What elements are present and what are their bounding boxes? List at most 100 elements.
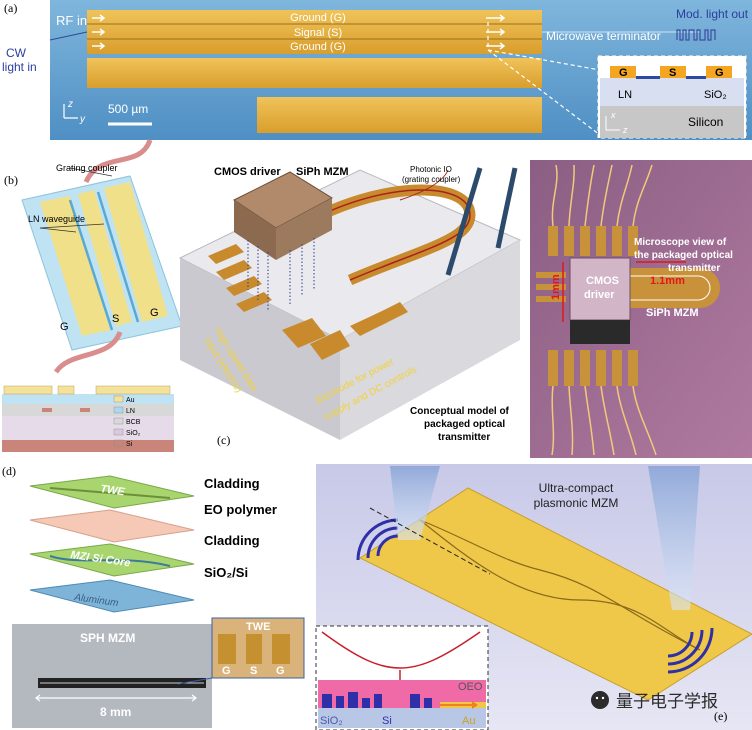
cmos-photo-label-2: driver bbox=[584, 289, 615, 301]
photonic-io-label-1: Photonic IO bbox=[410, 165, 452, 174]
dim-vertical: 1mm bbox=[550, 274, 562, 300]
substrate-plate bbox=[29, 579, 195, 613]
micro-label-3: transmitter bbox=[668, 263, 720, 274]
inset-s: S bbox=[669, 67, 676, 79]
panel-a-tag: (a) bbox=[4, 1, 17, 15]
cw-label-line2: light in bbox=[2, 60, 37, 74]
dim-horizontal: 1.1mm bbox=[650, 275, 685, 287]
rf-arrow-icons bbox=[92, 14, 506, 50]
siph-mzm-label: SiPh MZM bbox=[296, 166, 349, 178]
legend-sio2: SiO₂ bbox=[126, 430, 141, 437]
legend-si: Si bbox=[126, 441, 133, 448]
wechat-icon bbox=[591, 691, 609, 709]
photonic-io-fiber-2 bbox=[495, 167, 518, 249]
length-label: 8 mm bbox=[100, 705, 131, 719]
inset-axis-z: z bbox=[622, 125, 628, 135]
photonic-io-fiber-1 bbox=[445, 167, 483, 276]
input-light-beam bbox=[390, 466, 440, 540]
panel-e-tag: (e) bbox=[714, 709, 727, 723]
cmos-photo-label-1: CMOS bbox=[586, 275, 619, 287]
inset-g2: G bbox=[715, 67, 724, 79]
chip-side-face bbox=[340, 240, 520, 440]
panel-a bbox=[49, 0, 752, 140]
watermark-text: 量子电子学报 bbox=[616, 692, 718, 712]
concept-label-1: Conceptual model of bbox=[410, 406, 510, 417]
panel-c-3d-model bbox=[178, 167, 522, 440]
electrode-g-right bbox=[104, 182, 168, 322]
si-label: Si bbox=[382, 715, 392, 727]
mod-light-out-label: Mod. light out bbox=[676, 7, 749, 21]
panel-b bbox=[2, 138, 183, 452]
grating-coupler-label: Grating coupler bbox=[56, 163, 118, 173]
eo-polymer-plate bbox=[29, 509, 195, 543]
ln-waveguide-label: LN waveguide bbox=[28, 214, 85, 224]
modulated-waveform-icon bbox=[676, 29, 716, 41]
microscope-background bbox=[530, 160, 752, 458]
microwave-terminator-label: Microwave terminator bbox=[546, 29, 661, 43]
sph-mzm-photo bbox=[12, 624, 212, 728]
siph-mzm-photo-electrode bbox=[630, 268, 720, 308]
panel-e bbox=[315, 464, 752, 730]
twe-inset-title: TWE bbox=[246, 621, 270, 633]
micro-label-1: Microscope view of bbox=[634, 237, 727, 248]
cross-section-inset bbox=[597, 55, 747, 139]
panel-b-legend: Au LN BCB SiO₂ Si bbox=[113, 395, 141, 448]
inset-ln: LN bbox=[618, 89, 632, 101]
micro-label-2: the packaged optical bbox=[634, 250, 733, 261]
sio2-label: SiO₂ bbox=[320, 715, 343, 727]
electrode-top-bar bbox=[87, 10, 542, 54]
twe-inset-s: S bbox=[250, 665, 257, 677]
scale-label: 500 µm bbox=[108, 102, 148, 116]
ground-bottom-label: Ground (G) bbox=[290, 41, 346, 53]
legend-ln: LN bbox=[126, 408, 135, 415]
inset-sio2: SiO₂ bbox=[704, 89, 727, 101]
twe-plate-label: TWE bbox=[100, 483, 127, 498]
e-title-line2: plasmonic MZM bbox=[534, 496, 619, 510]
signal-label: Signal (S) bbox=[294, 27, 342, 39]
au-label: Au bbox=[462, 715, 475, 727]
concept-label-3: transmitter bbox=[438, 432, 490, 443]
grating-coupler-right bbox=[667, 627, 714, 674]
layer-sio2-si: SiO₂/Si bbox=[204, 565, 248, 580]
siph-photo-label: SiPh MZM bbox=[646, 307, 699, 319]
layer-cladding-top: Cladding bbox=[204, 476, 260, 491]
output-light-beam bbox=[648, 466, 700, 610]
legend-au: Au bbox=[126, 397, 135, 404]
b-g-right: G bbox=[150, 307, 159, 319]
e-title-line1: Ultra-compact bbox=[539, 481, 614, 495]
cladding-top-plate bbox=[29, 475, 195, 509]
cmos-driver-label: CMOS driver bbox=[214, 166, 281, 178]
grating-coupler-top bbox=[83, 138, 153, 184]
layer-cladding-bottom: Cladding bbox=[204, 533, 260, 548]
electrode-middle-bar bbox=[87, 58, 542, 88]
layer-eo-polymer: EO polymer bbox=[204, 502, 277, 517]
axis-y-label: y bbox=[79, 114, 86, 125]
b-g-left: G bbox=[60, 321, 69, 333]
axis-z-label: z bbox=[67, 99, 73, 110]
sph-mzm-label: SPH MZM bbox=[80, 631, 135, 645]
cmos-driver-photo bbox=[569, 257, 631, 321]
electrode-s bbox=[78, 190, 132, 326]
grating-coupler-left bbox=[356, 518, 399, 561]
panel-b-tag: (b) bbox=[4, 173, 18, 187]
inset-g1: G bbox=[619, 67, 628, 79]
inset-silicon: Silicon bbox=[688, 115, 723, 129]
panel-d-tag: (d) bbox=[2, 464, 16, 478]
rf-in-label: RF in bbox=[56, 13, 87, 28]
inset-axis-x: x bbox=[610, 110, 616, 120]
twe-inset-g2: G bbox=[276, 665, 285, 677]
b-s: S bbox=[112, 313, 119, 325]
panel-d bbox=[12, 475, 305, 728]
chip-front-face bbox=[180, 258, 340, 440]
oeo-label: OEO bbox=[458, 681, 483, 693]
ground-top-label: Ground (G) bbox=[290, 12, 346, 24]
electrode-g-left bbox=[40, 196, 110, 336]
cw-label-line1: CW bbox=[6, 46, 27, 60]
photonic-io-label-2: (grating coupler) bbox=[402, 175, 461, 184]
axis-icon-a bbox=[63, 104, 78, 119]
gold-plasmonic-slab bbox=[358, 487, 752, 701]
electrode-bottom-bar bbox=[257, 97, 542, 133]
twe-inset-g1: G bbox=[222, 665, 231, 677]
concept-label-2: packaged optical bbox=[424, 419, 505, 430]
mode-profile bbox=[321, 631, 481, 669]
